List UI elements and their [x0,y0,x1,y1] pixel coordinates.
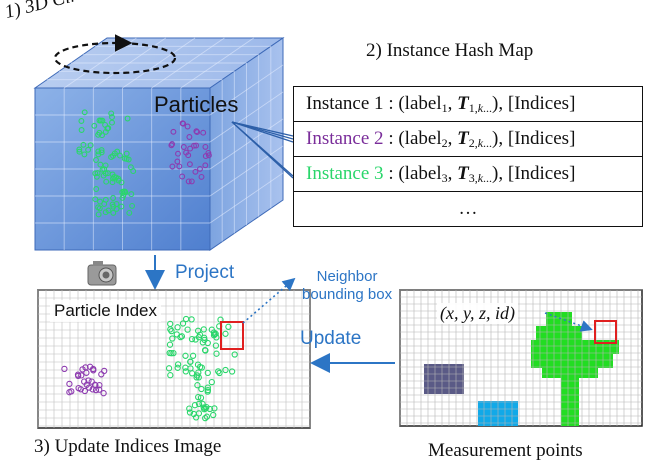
cube-particles [76,109,212,218]
hash-row-3: Instance 3 : (label3, T3,k...), [Indices… [293,156,643,192]
instance-transform: T [457,162,469,184]
instance-indices: [Indices] [507,162,576,184]
neighbor-box-right [594,320,617,344]
instance-label: label [404,92,442,114]
instance-transform: T [457,92,469,114]
transform-sub-k: k [477,170,484,185]
instance-label: label [404,162,442,184]
instance-name: Instance 3 [306,162,384,184]
hash-map-title: 2) Instance Hash Map [366,40,534,61]
instance-label: label [404,127,442,149]
instance-indices: [Indices] [507,127,576,149]
particle-index-label: Particle Index [50,300,161,322]
hash-row-2: Instance 2 : (label2, T2,k...), [Indices… [293,121,643,157]
instance-label-sub: 1 [441,100,448,115]
transform-sub-tail: ... [483,170,493,185]
neighbor-box-left [220,321,244,350]
measurement-caption: Measurement points [428,440,583,461]
transform-sub-tail: ... [483,135,493,150]
transform-sub: 3, [468,170,478,185]
slate-rectangle [424,364,464,394]
neighbor-line-1: Neighbor [316,268,378,285]
transform-sub-k: k [477,135,484,150]
hash-map-table: Instance 1 : (label1, T1,k...), [Indices… [293,86,643,227]
indices-image-caption: 3) Update Indices Image [34,436,222,457]
transform-sub: 2, [468,135,478,150]
instance-label-sub: 3 [441,170,448,185]
camera-icon [87,261,117,286]
instance-label-sub: 2 [441,135,448,150]
instance-transform: T [457,127,469,149]
particles-link-lines [231,121,294,179]
instance-indices: [Indices] [507,92,576,114]
update-label: Update [300,328,362,349]
coord-label: (x, y, z, id) [437,303,518,324]
hash-row-ellipsis: … [293,191,643,227]
instance-name: Instance 1 [306,92,384,114]
project-label: Project [175,262,235,283]
transform-sub-tail: ... [483,100,493,115]
neighbor-dotted-arrow [242,277,296,324]
transform-sub: 1, [468,100,478,115]
particles-label: Particles [154,92,239,117]
instance-name: Instance 2 [306,127,384,149]
hash-ellipsis: … [293,191,643,227]
hash-row-1: Instance 1 : (label1, T1,k...), [Indices… [293,86,643,122]
neighbor-bbox-label: Neighbor bounding box [302,268,392,304]
circular-buffer-cube [33,37,285,251]
neighbor-line-2: bounding box [302,286,393,303]
indices-particles [61,315,238,422]
transform-sub-k: k [477,100,484,115]
